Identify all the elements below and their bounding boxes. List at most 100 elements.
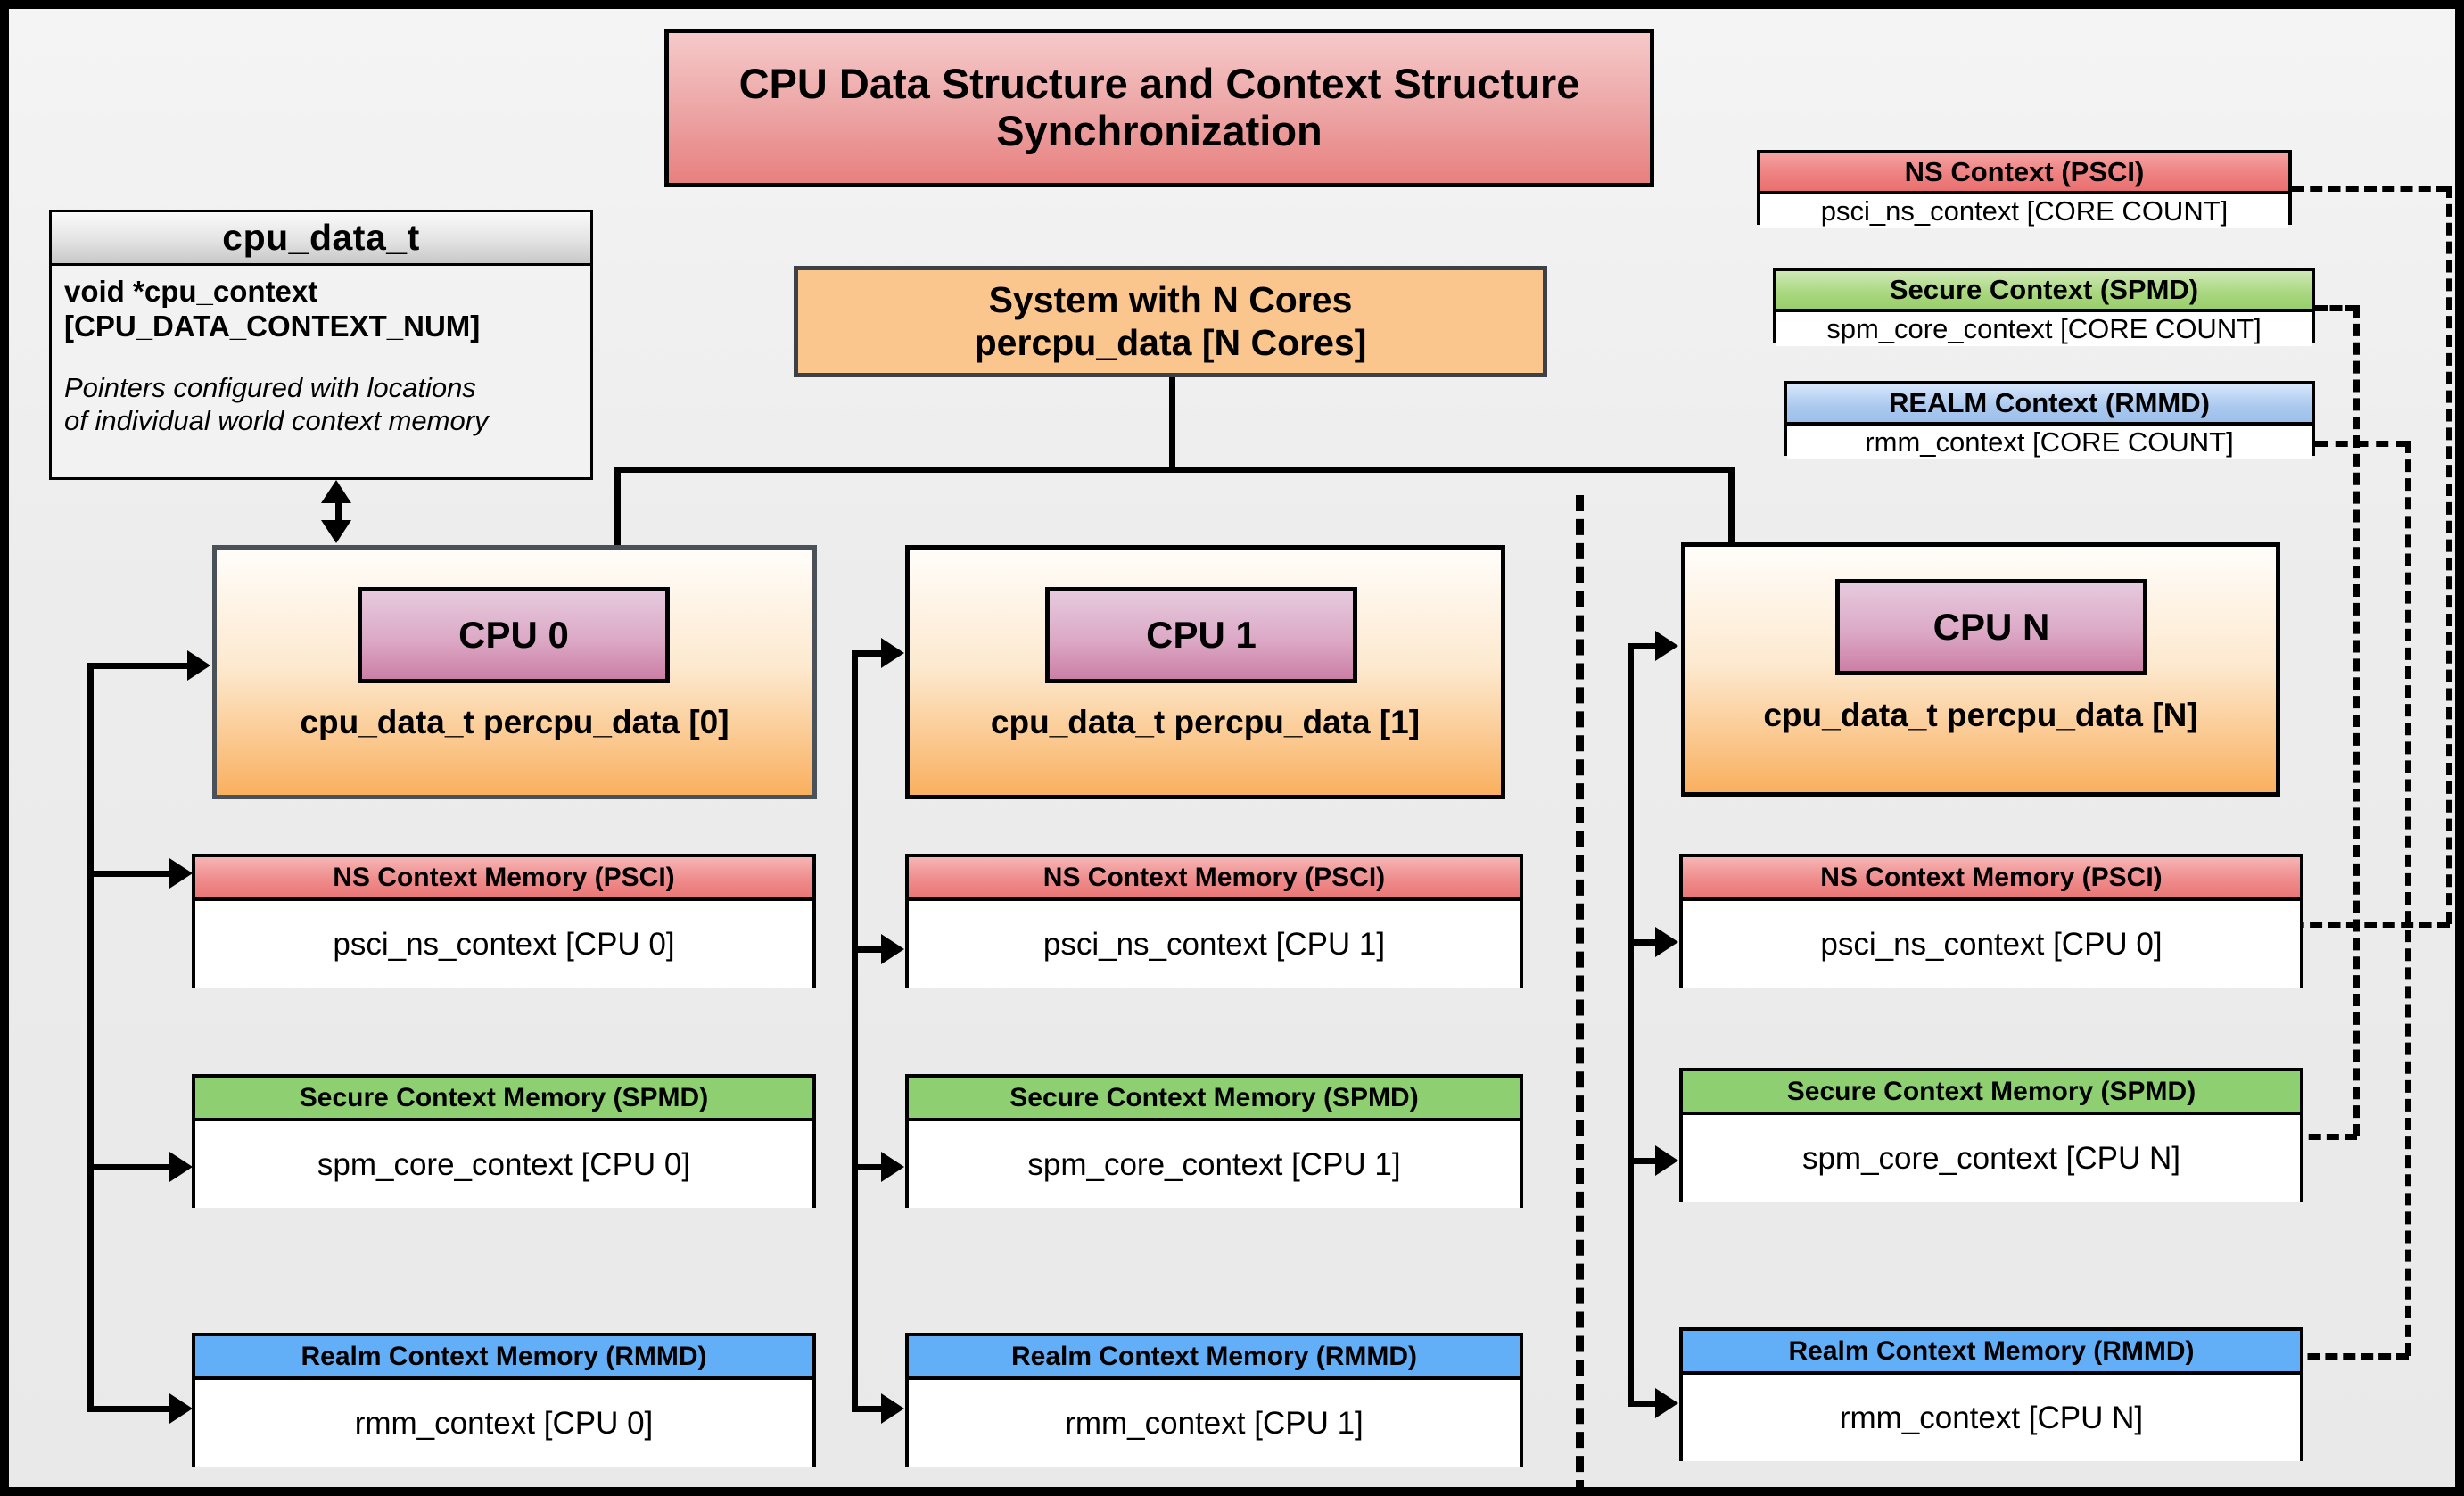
memory-card-0-realm-header: Realm Context Memory (RMMD) — [195, 1336, 812, 1380]
global-context-secure-body: spm_core_context [CORE COUNT] — [1776, 312, 2312, 346]
bus-cpu0-to-panel — [87, 663, 193, 669]
memory-card-1-realm-header: Realm Context Memory (RMMD) — [909, 1336, 1520, 1380]
bus-cpu1-to-realm — [852, 1406, 884, 1412]
memory-card-n-ns: NS Context Memory (PSCI) psci_ns_context… — [1679, 854, 2303, 988]
title-line-1: CPU Data Structure and Context Structure — [738, 60, 1580, 108]
bus-cpu0-arrow-ns — [169, 858, 193, 889]
memory-card-1-secure-body: spm_core_context [CPU 1] — [909, 1121, 1520, 1208]
bus-cpu0-arrow-secure — [169, 1152, 193, 1182]
dash-realm-bottom — [2219, 1353, 2409, 1360]
bus-cpu1-arrow-secure — [881, 1152, 904, 1182]
global-context-secure-header: Secure Context (SPMD) — [1776, 271, 2312, 312]
cpu-data-t-struct: cpu_data_t void *cpu_context [CPU_DATA_C… — [49, 210, 593, 480]
memory-card-1-ns: NS Context Memory (PSCI) psci_ns_context… — [905, 854, 1523, 988]
bus-cpun-to-panel — [1628, 643, 1658, 649]
memory-card-n-realm-header: Realm Context Memory (RMMD) — [1683, 1331, 2300, 1375]
cpu-caption-0: cpu_data_t percpu_data [0] — [300, 704, 729, 740]
memory-card-n-ns-body: psci_ns_context [CPU 0] — [1683, 901, 2300, 988]
dash-ns-bottom — [2219, 922, 2450, 928]
bus-cpun-to-ns — [1628, 939, 1658, 946]
bus-cpu0-to-realm — [87, 1406, 175, 1412]
dash-realm-vert — [2405, 441, 2411, 1356]
memory-card-0-ns-header: NS Context Memory (PSCI) — [195, 857, 812, 901]
bus-cpu0-arrow-realm — [169, 1393, 193, 1424]
cpu-chip-1: CPU 1 — [1045, 587, 1357, 683]
bus-cpu1-arrow-panel — [881, 638, 904, 668]
memory-card-0-secure-body: spm_core_context [CPU 0] — [195, 1121, 812, 1208]
bus-cpu1-to-secure — [852, 1164, 884, 1170]
cpu-caption-n: cpu_data_t percpu_data [N] — [1763, 697, 2198, 733]
system-summary-box: System with N Cores percpu_data [N Cores… — [794, 266, 1547, 377]
cpu-panel-0: CPU 0 cpu_data_t percpu_data [0] — [212, 545, 817, 799]
memory-card-0-secure-header: Secure Context Memory (SPMD) — [195, 1078, 812, 1121]
global-context-ns: NS Context (PSCI) psci_ns_context [CORE … — [1757, 150, 2292, 228]
system-line-2: percpu_data [N Cores] — [974, 321, 1367, 363]
dash-secure-top — [2315, 305, 2357, 311]
cpu-chip-n: CPU N — [1835, 579, 2147, 675]
cpu-data-t-field-line-2: [CPU_DATA_CONTEXT_NUM] — [64, 309, 481, 343]
memory-card-n-secure-body: spm_core_context [CPU N] — [1683, 1115, 2300, 1202]
dash-secure-vert — [2353, 305, 2360, 1136]
cpu-data-t-body: void *cpu_context [CPU_DATA_CONTEXT_NUM]… — [52, 266, 590, 437]
tree-bar — [614, 467, 1735, 473]
memory-card-n-ns-header: NS Context Memory (PSCI) — [1683, 857, 2300, 901]
global-context-realm-body: rmm_context [CORE COUNT] — [1787, 426, 2312, 459]
memory-card-1-secure: Secure Context Memory (SPMD) spm_core_co… — [905, 1074, 1523, 1208]
dash-ns-vert — [2446, 186, 2452, 924]
memory-card-1-ns-body: psci_ns_context [CPU 1] — [909, 901, 1520, 988]
dash-ns-top — [2292, 186, 2449, 192]
bus-cpun-vertical — [1628, 643, 1634, 1407]
memory-card-n-realm-body: rmm_context [CPU N] — [1683, 1375, 2300, 1461]
global-context-ns-body: psci_ns_context [CORE COUNT] — [1760, 194, 2288, 228]
bus-cpu1-vertical — [852, 650, 858, 1412]
memory-card-1-realm: Realm Context Memory (RMMD) rmm_context … — [905, 1333, 1523, 1467]
tree-branch-cpu0 — [614, 467, 621, 545]
bus-cpun-arrow-realm — [1655, 1388, 1678, 1418]
global-context-secure: Secure Context (SPMD) spm_core_context [… — [1773, 268, 2315, 346]
memory-card-0-realm: Realm Context Memory (RMMD) rmm_context … — [192, 1333, 816, 1467]
diagram-title: CPU Data Structure and Context Structure… — [664, 29, 1654, 187]
memory-card-0-secure: Secure Context Memory (SPMD) spm_core_co… — [192, 1074, 816, 1208]
memory-card-n-secure-header: Secure Context Memory (SPMD) — [1683, 1071, 2300, 1115]
bus-cpun-to-secure — [1628, 1158, 1658, 1164]
cpu-data-t-title: cpu_data_t — [52, 212, 590, 266]
bus-cpu0-vertical — [87, 663, 94, 1412]
title-line-2: Synchronization — [996, 107, 1323, 154]
cpu-panel-1: CPU 1 cpu_data_t percpu_data [1] — [905, 545, 1505, 799]
cpu-data-t-note-line-2: of individual world context memory — [64, 405, 489, 437]
bus-cpu1-arrow-ns — [881, 934, 904, 964]
bus-cpun-arrow-secure — [1655, 1145, 1678, 1176]
memory-card-0-realm-body: rmm_context [CPU 0] — [195, 1380, 812, 1467]
memory-card-1-secure-header: Secure Context Memory (SPMD) — [909, 1078, 1520, 1121]
global-context-realm-header: REALM Context (RMMD) — [1787, 384, 2312, 426]
bus-cpun-arrow-ns — [1655, 927, 1678, 957]
cpu-panel-n: CPU N cpu_data_t percpu_data [N] — [1681, 542, 2280, 797]
global-context-ns-header: NS Context (PSCI) — [1760, 153, 2288, 194]
bus-cpun-arrow-panel — [1655, 631, 1678, 661]
global-context-realm: REALM Context (RMMD) rmm_context [CORE C… — [1784, 381, 2315, 459]
cpu-chip-0: CPU 0 — [358, 587, 670, 683]
cpu-data-link-arrow-down — [321, 520, 351, 543]
cpu-data-t-field-line-1: void *cpu_context — [64, 275, 318, 308]
cpu-data-link-arrow-up — [321, 480, 351, 503]
cpu-data-link-dash — [335, 501, 342, 525]
bus-cpu0-to-secure — [87, 1164, 175, 1170]
memory-card-0-ns-body: psci_ns_context [CPU 0] — [195, 901, 812, 988]
bus-cpu0-to-ns — [87, 871, 175, 877]
cpu-data-t-field: void *cpu_context [CPU_DATA_CONTEXT_NUM] — [64, 275, 578, 344]
system-line-1: System with N Cores — [988, 278, 1353, 320]
memory-card-n-secure: Secure Context Memory (SPMD) spm_core_co… — [1679, 1068, 2303, 1202]
bus-cpu1-to-ns — [852, 946, 884, 953]
memory-card-n-realm: Realm Context Memory (RMMD) rmm_context … — [1679, 1327, 2303, 1461]
dash-realm-top — [2315, 441, 2409, 447]
tree-branch-cpun — [1728, 467, 1735, 545]
column-separator — [1576, 495, 1584, 1487]
tree-stem — [1169, 377, 1175, 472]
bus-cpu1-arrow-realm — [881, 1393, 904, 1424]
bus-cpu0-arrow-panel — [187, 650, 210, 681]
bus-cpun-to-realm — [1628, 1401, 1658, 1407]
memory-card-1-ns-header: NS Context Memory (PSCI) — [909, 857, 1520, 901]
cpu-caption-1: cpu_data_t percpu_data [1] — [990, 704, 1421, 740]
bus-cpu1-to-panel — [852, 650, 884, 657]
